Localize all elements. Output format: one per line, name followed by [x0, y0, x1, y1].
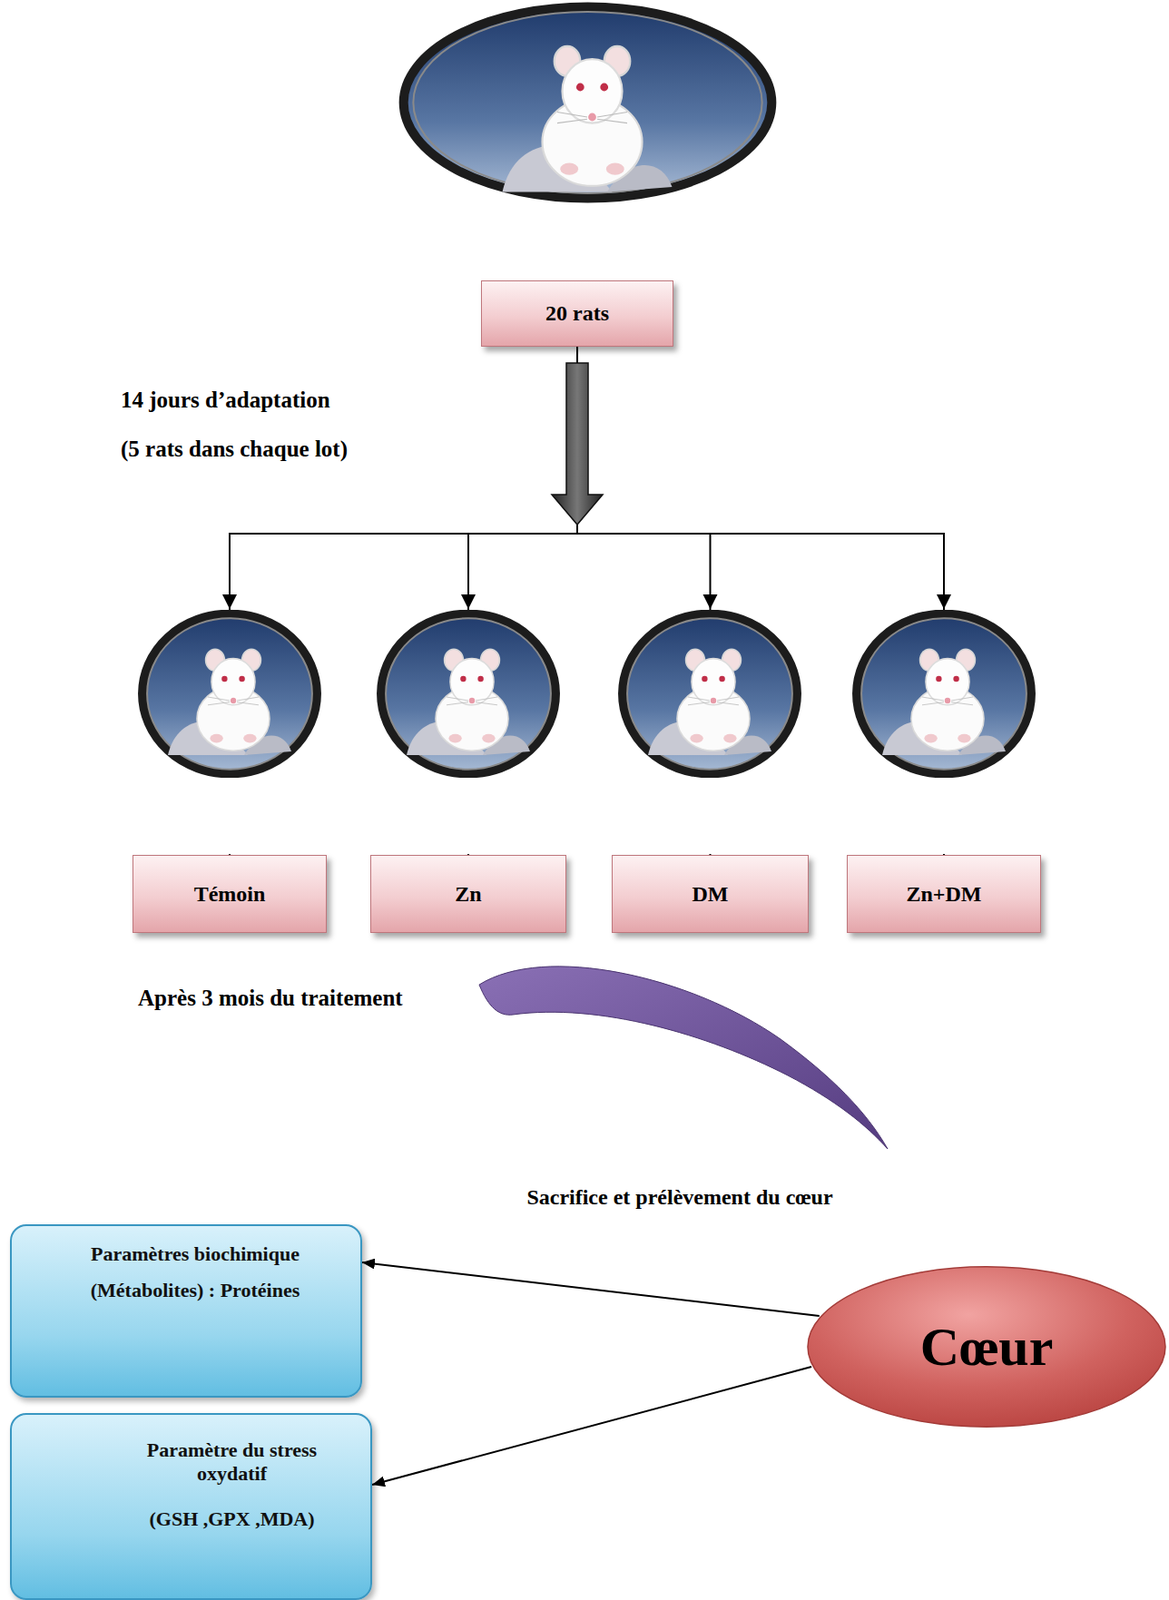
- node-title: Zn: [454, 882, 482, 907]
- node-text: (GSH ,GPX ,MDA): [129, 1507, 334, 1532]
- arrow-head: [936, 594, 952, 610]
- group-box: Témoin: [132, 854, 327, 934]
- arrow-head: [461, 594, 476, 610]
- rat-picture: [648, 648, 772, 756]
- rat-picture: [167, 648, 292, 756]
- rat-picture: [502, 46, 673, 193]
- node-title: DM: [692, 882, 729, 907]
- parameter-box: Paramètre du stress oxydatif (GSH ,GPX ,M…: [9, 1413, 373, 1600]
- organ-ellipse: Cœur: [805, 1265, 1168, 1429]
- node-title: Paramètre du stress oxydatif: [129, 1438, 334, 1486]
- group-box: Zn+DM: [846, 854, 1042, 934]
- node-title: Témoin: [194, 882, 266, 907]
- step-label: Après 3 mois du traitement: [137, 985, 403, 1012]
- connector: [362, 1262, 820, 1317]
- rat-frame: [403, 7, 773, 199]
- group-box: DM: [611, 854, 809, 934]
- arrow-head: [703, 594, 718, 610]
- connector: [577, 346, 711, 855]
- group-box: 20 rats: [481, 280, 674, 347]
- rat-picture: [406, 648, 531, 756]
- parameter-box: Paramètres biochimique (Métabolites) : Pr…: [9, 1224, 363, 1398]
- connector: [372, 1366, 812, 1485]
- step-label: Sacrifice et prélèvement du cœur: [484, 1185, 875, 1210]
- arrow-head: [222, 594, 237, 610]
- rat-frame: [142, 614, 317, 775]
- connector: [577, 346, 944, 855]
- block-arrow: [551, 363, 603, 525]
- connector: [468, 346, 578, 855]
- node-text: (Métabolites) : Protéines: [90, 1278, 301, 1303]
- rat-picture: [882, 648, 1006, 756]
- connector: [229, 346, 578, 855]
- step-label: 14 jours d’adaptation: [120, 387, 331, 413]
- rat-frame: [622, 614, 797, 775]
- node-title: Cœur: [920, 1316, 1054, 1379]
- node-title: 20 rats: [545, 301, 610, 326]
- curved-arrow: [479, 966, 888, 1150]
- group-box: Zn: [370, 854, 567, 934]
- rat-frame: [856, 614, 1032, 775]
- step-label: (5 rats dans chaque lot): [120, 436, 348, 462]
- ellipse-shape: [807, 1267, 1166, 1427]
- node-title: Zn+DM: [905, 882, 982, 907]
- rat-frame: [381, 614, 556, 775]
- node-title: Paramètres biochimique: [90, 1242, 300, 1267]
